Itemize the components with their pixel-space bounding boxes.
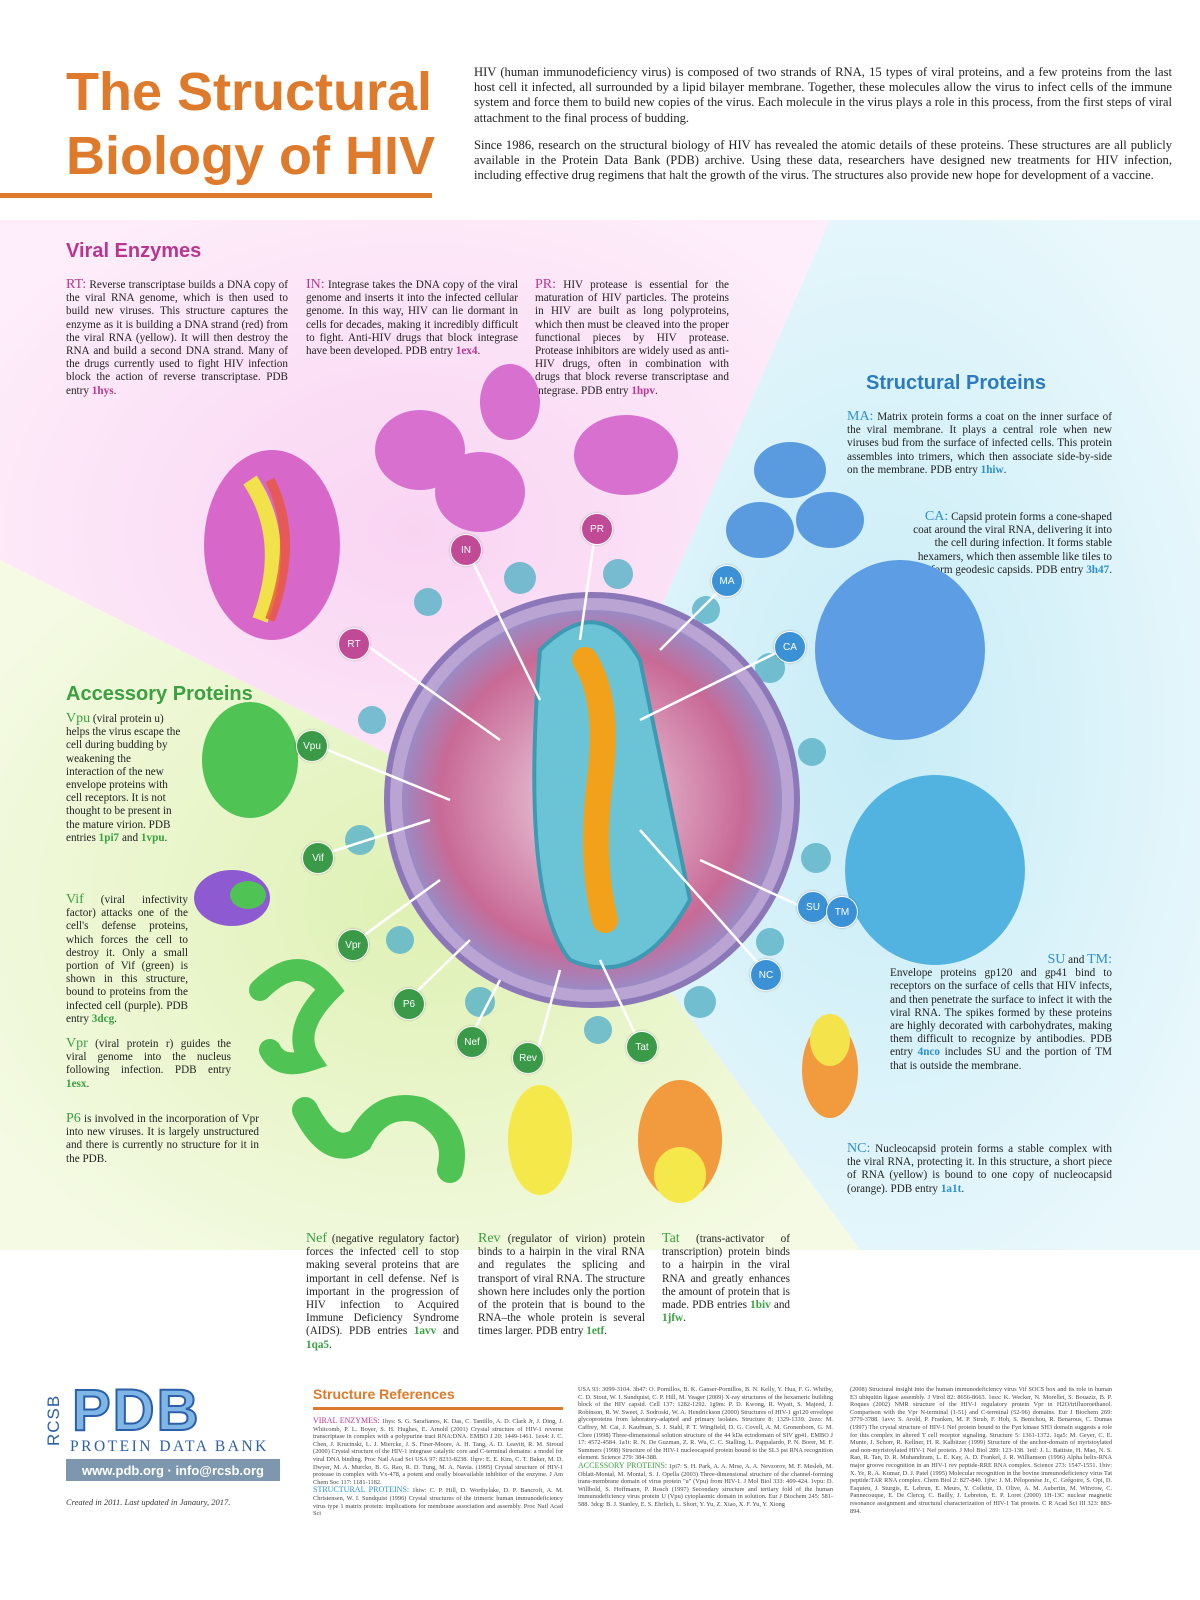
pdb-logo[interactable]: PDB <box>71 1378 201 1443</box>
pdb-link-1pi7[interactable]: 1pi7 <box>98 831 120 844</box>
tat-label[interactable]: Tat <box>626 1031 658 1063</box>
references-underline <box>313 1407 563 1410</box>
structural-proteins-heading: Structural Proteins <box>866 372 1047 394</box>
ca-label[interactable]: CA <box>774 631 806 663</box>
pdb-link-1etf[interactable]: 1etf <box>586 1325 605 1338</box>
in-description: IN: Integrase takes the DNA copy of the … <box>306 277 518 358</box>
viral-enzymes-heading: Viral Enzymes <box>66 240 202 262</box>
references-column-1: VIRAL ENZYMES: 1hys: S. G. Sarafianos, K… <box>313 1416 563 1518</box>
p6-description: P6 is involved in the incorporation of V… <box>66 1111 259 1165</box>
envelope-spikes <box>345 559 831 1044</box>
pdb-link-1ex4[interactable]: 1ex4 <box>455 345 478 358</box>
rev-description: Rev (regulator of virion) protein binds … <box>478 1231 645 1338</box>
protein-nef-blob <box>292 1095 465 1183</box>
accessory-proteins-heading: Accessory Proteins <box>66 683 253 705</box>
ma-label[interactable]: MA <box>711 565 743 597</box>
references-column-3: (2008) Structural insight into the human… <box>850 1386 1112 1515</box>
vpu-label[interactable]: Vpu <box>296 730 328 762</box>
title-underline <box>0 193 432 198</box>
pdb-link-1vpu[interactable]: 1vpu <box>140 831 165 844</box>
pdb-link-3dcg[interactable]: 3dcg <box>91 1012 115 1025</box>
protein-vpu-blob <box>202 702 298 818</box>
vpu-description: Vpu (viral protein u) helps the virus es… <box>66 711 181 844</box>
references-heading: Structure References <box>313 1386 455 1402</box>
pdb-logo-subtitle: PROTEIN DATA BANK <box>70 1438 269 1455</box>
rt-label[interactable]: RT <box>338 628 370 660</box>
viral-capsid <box>532 620 693 970</box>
protein-vpr-blob <box>249 959 345 1075</box>
ca-description: CA: Capsid protein forms a cone-shaped c… <box>913 509 1112 576</box>
pdb-link-1qa5[interactable]: 1qa5 <box>306 1338 330 1351</box>
nc-description: NC: Nucleocapsid protein forms a stable … <box>847 1141 1113 1195</box>
protein-nc-blob <box>802 1014 858 1118</box>
ma-description: MA: Matrix protein forms a coat on the i… <box>847 409 1113 476</box>
nef-description: Nef (negative regulatory factor) forces … <box>306 1231 459 1351</box>
protein-tat-blob <box>638 1080 722 1203</box>
vif-label[interactable]: Vif <box>302 842 334 874</box>
pdb-link-3h47[interactable]: 3h47 <box>1086 563 1110 576</box>
pdb-link-4nco[interactable]: 4nco <box>917 1046 940 1059</box>
protein-ca-blob <box>815 560 985 740</box>
vif-description: Vif (viral infectivity factor) attacks o… <box>66 892 188 1025</box>
pdb-link-1biv[interactable]: 1biv <box>750 1299 771 1312</box>
protein-vif-blob <box>194 870 270 926</box>
protein-in-blob <box>375 364 540 532</box>
nef-label[interactable]: Nef <box>456 1026 488 1058</box>
created-note: Created in 2011. Last updated in Janaury… <box>66 1497 231 1507</box>
rev-label[interactable]: Rev <box>512 1042 544 1074</box>
rt-description: RT: Reverse transcriptase builds a DNA c… <box>66 277 288 397</box>
pdb-link-1hpv[interactable]: 1hpv <box>631 384 655 397</box>
protein-rev-blob <box>508 1085 572 1195</box>
references-column-2: USA 93: 3099-3104. 3h47: O. Pornillos, B… <box>578 1386 833 1508</box>
pr-description: PR: HIV protease is essential for the ma… <box>535 277 730 397</box>
pr-label[interactable]: PR <box>581 513 613 545</box>
tm-label[interactable]: TM <box>826 896 858 928</box>
protein-sutm-blob <box>845 775 1025 965</box>
contact-links[interactable]: www.pdb.org · info@rcsb.org <box>66 1459 280 1481</box>
su-tm-description: SU and TM: Envelope proteins gp120 and g… <box>890 952 1112 1072</box>
protein-ma-blob <box>726 442 864 558</box>
pdb-link-1jfw[interactable]: 1jfw <box>662 1312 684 1325</box>
pdb-link-1avv[interactable]: 1avv <box>413 1325 437 1338</box>
pdb-link-1hys[interactable]: 1hys <box>91 384 114 397</box>
intro-paragraph-2: Since 1986, research on the structural b… <box>474 137 1172 183</box>
intro-paragraph-1: HIV (human immunodeficiency virus) is co… <box>474 65 1172 125</box>
p6-label[interactable]: P6 <box>393 988 425 1020</box>
rcsb-logo-text: RCSB <box>44 1394 63 1446</box>
in-label[interactable]: IN <box>450 534 482 566</box>
protein-rt-blob <box>204 450 340 640</box>
nc-label[interactable]: NC <box>750 959 782 991</box>
su-label[interactable]: SU <box>797 891 829 923</box>
pdb-link-1a1t[interactable]: 1a1t <box>940 1182 962 1195</box>
intro-text: HIV (human immunodeficiency virus) is co… <box>474 65 1172 195</box>
page-title: The Structural Biology of HIV <box>66 62 435 186</box>
viral-rna <box>572 647 618 933</box>
vpr-description: Vpr (viral protein r) guides the viral g… <box>66 1036 231 1090</box>
protein-pr-blob <box>574 415 678 495</box>
tat-description: Tat (trans-activator of transcription) p… <box>662 1231 791 1325</box>
vpr-label[interactable]: Vpr <box>337 929 369 961</box>
pdb-link-1esx[interactable]: 1esx <box>66 1077 87 1090</box>
pdb-link-1hiw[interactable]: 1hiw <box>980 463 1004 476</box>
